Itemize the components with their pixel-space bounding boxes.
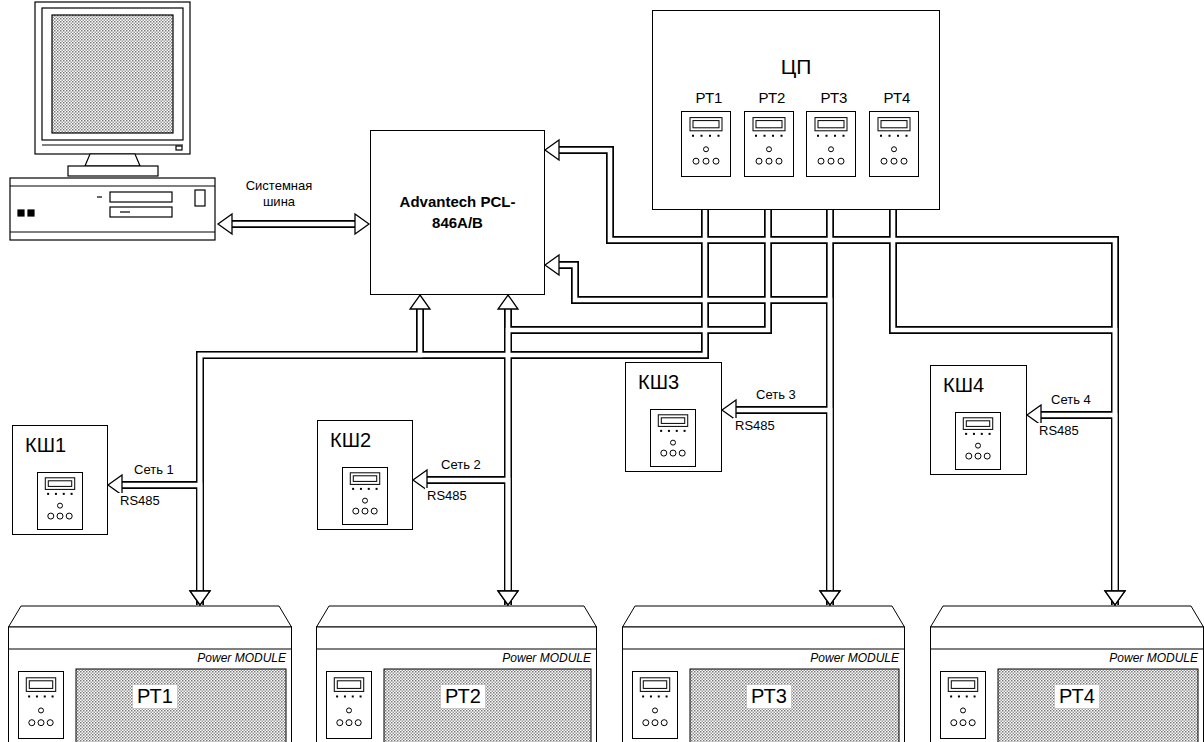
arrow-head (498, 295, 518, 309)
arrow-head (820, 591, 840, 605)
monitor (35, 2, 190, 176)
bus-connector-core (735, 410, 830, 605)
module-caption: Power MODULE (197, 651, 286, 665)
bus-connector (558, 265, 830, 592)
arrow-head (820, 591, 840, 605)
controller-icon (806, 111, 856, 177)
cabinet-box: КШ2 (317, 420, 413, 530)
connector-outline (121, 150, 1115, 605)
bus-label: Системная шина (232, 178, 326, 211)
panel-title: ЦП (653, 55, 939, 79)
cabinet-label: КШ4 (943, 374, 984, 397)
arrow-head (498, 591, 518, 605)
module-caption: Power MODULE (1109, 651, 1198, 665)
arrow-head (410, 295, 430, 309)
controller-unit: РТ3 (803, 89, 865, 189)
module-label: РТ2 (441, 685, 485, 708)
cabinet-label: КШ2 (330, 429, 371, 452)
controller-unit: РТ4 (866, 89, 928, 189)
arrow-head (545, 140, 559, 160)
controller-icon (37, 472, 83, 530)
unit-label: РТ4 (866, 89, 928, 106)
connector-core (121, 150, 1115, 605)
network-label: Сеть 4 (1049, 392, 1093, 408)
controller-unit: РТ1 (678, 89, 740, 189)
unit-label: РТ2 (741, 89, 803, 106)
controller-icon (632, 671, 678, 739)
interface-label: RS485 (1037, 423, 1081, 439)
cabinet-box: КШ4 (930, 365, 1027, 475)
network-label: Сеть 3 (754, 387, 798, 403)
arrow-head (190, 591, 210, 605)
controller-icon (940, 671, 986, 739)
bus-connector-core (200, 308, 420, 592)
arrow-head (498, 591, 518, 605)
module-label: РТ1 (133, 685, 177, 708)
bus-connector-core (1040, 415, 1115, 605)
bus-connector (893, 202, 1115, 592)
unit-label: РТ3 (803, 89, 865, 106)
controller-icon (955, 412, 1001, 470)
control-panel-box: ЦП РТ1РТ2РТ3РТ4 (652, 10, 940, 210)
module-caption: Power MODULE (502, 651, 591, 665)
module-caption: Power MODULE (810, 651, 899, 665)
interface-label: RS485 (118, 493, 162, 509)
arrow-head (1105, 591, 1125, 605)
cabinet-box: КШ3 (625, 362, 722, 472)
bus-connector (735, 410, 830, 605)
power-module: Power MODULE РТ3 (622, 605, 905, 742)
bus-connector (508, 202, 768, 592)
controller-icon (681, 111, 731, 177)
board-name: Advantech PCL-846A/B (398, 192, 518, 233)
arrow-head (108, 475, 122, 495)
interface-board-box: Advantech PCL-846A/B (370, 130, 545, 295)
cabinet-label: КШ3 (638, 371, 679, 394)
bus-connector-core (426, 480, 508, 605)
arrow-head (545, 255, 559, 275)
power-module: Power MODULE РТ4 (930, 605, 1204, 742)
cabinet-box: КШ1 (12, 425, 108, 535)
system-bus-arrow (218, 214, 369, 234)
arrow-head (722, 400, 736, 420)
controller-icon (650, 409, 696, 467)
connector-heads (108, 140, 1125, 605)
power-module: Power MODULE РТ1 (8, 605, 292, 742)
bus-connector-core (508, 202, 768, 592)
bus-connector (426, 480, 508, 605)
controller-unit: РТ2 (741, 89, 803, 189)
bus-connector (200, 308, 420, 592)
interface-label: RS485 (425, 488, 469, 504)
controller-icon (869, 111, 919, 177)
controller-icon (342, 467, 388, 525)
arrow-head (413, 470, 427, 490)
controller-icon (18, 671, 64, 739)
arrow-head (1027, 405, 1041, 425)
cabinet-label: КШ1 (25, 434, 66, 457)
bus-connector (558, 150, 1115, 592)
arrow-head (190, 591, 210, 605)
controller-icon (326, 671, 372, 739)
unit-label: РТ1 (678, 89, 740, 106)
bus-connector-core (558, 150, 1115, 592)
network-label: Сеть 1 (132, 462, 176, 478)
bus-connector-core (893, 202, 1115, 592)
controller-icon (744, 111, 794, 177)
interface-label: RS485 (733, 418, 777, 434)
module-label: РТ3 (747, 685, 791, 708)
bus-connector-core (558, 265, 830, 592)
system-unit (10, 178, 215, 240)
power-module: Power MODULE РТ2 (316, 605, 597, 742)
network-label: Сеть 2 (439, 457, 483, 473)
bus-connector (1040, 415, 1115, 605)
arrow-head (1105, 591, 1125, 605)
module-label: РТ4 (1055, 685, 1099, 708)
